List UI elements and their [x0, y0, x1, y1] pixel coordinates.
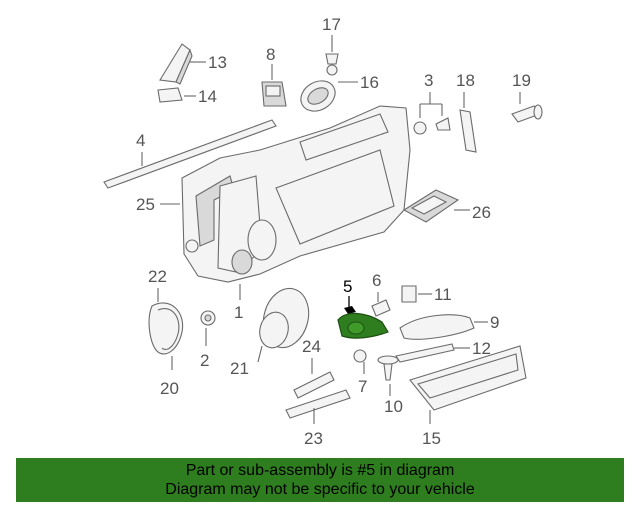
part-21-speaker-grille [257, 287, 310, 363]
part-4-window-seal [103, 119, 277, 189]
callout-26: 26 [472, 203, 491, 222]
part-3-pins [413, 92, 451, 135]
callout-15: 15 [422, 429, 441, 448]
part-18-bracket [459, 92, 477, 153]
callout-6: 6 [372, 271, 381, 290]
banner-line-1: Part or sub-assembly is #5 in diagram [185, 462, 455, 479]
part-15-lower-trim-panel [409, 345, 527, 424]
part-6-trim-piece [371, 292, 391, 317]
callout-4: 4 [136, 131, 145, 150]
part-16-speaker-ring [300, 80, 358, 112]
callout-24: 24 [302, 337, 321, 356]
part-1-door-trim-panel [181, 105, 411, 300]
callout-13: 13 [208, 53, 227, 72]
callout-18: 18 [456, 71, 475, 90]
part-8-switch [261, 64, 287, 107]
callout-22: 22 [148, 267, 167, 286]
callout-2: 2 [200, 351, 209, 370]
callout-5: 5 [343, 277, 352, 296]
info-banner: Part or sub-assembly is #5 in diagram Di… [16, 458, 624, 502]
callout-8: 8 [266, 45, 275, 64]
callout-14: 14 [198, 87, 217, 106]
part-19-screw [511, 92, 543, 123]
part-11-cap [401, 285, 432, 303]
parts-diagram: 13 14 17 16 8 3 18 19 [103, 15, 543, 448]
part-2-plug [200, 310, 216, 346]
part-24-bracket [293, 358, 335, 399]
callout-25: 25 [136, 195, 155, 214]
part-23-strip [285, 389, 351, 424]
part-7-clip [353, 349, 367, 374]
callout-19: 19 [512, 71, 531, 90]
part-14-cover-block [157, 87, 196, 103]
callout-7: 7 [358, 377, 367, 396]
callout-16: 16 [360, 73, 379, 92]
part-17-clip [325, 35, 339, 76]
callout-1: 1 [234, 303, 243, 322]
part-26-switch-panel [402, 189, 470, 223]
callout-10: 10 [384, 397, 403, 416]
callout-23: 23 [304, 429, 323, 448]
part-5-inner-door-handle-highlighted [337, 296, 389, 339]
callout-3: 3 [424, 71, 433, 90]
callout-21: 21 [230, 359, 249, 378]
callout-12: 12 [472, 339, 491, 358]
callout-9: 9 [490, 313, 499, 332]
callout-17: 17 [322, 15, 341, 34]
part-10-screw [377, 355, 399, 396]
callout-20: 20 [160, 379, 179, 398]
part-20-22-reflector [148, 288, 184, 370]
callout-11: 11 [434, 285, 452, 304]
banner-line-2: Diagram may not be specific to your vehi… [165, 481, 475, 498]
part-13-mirror-cover [159, 43, 206, 85]
part-9-pull-handle [399, 314, 488, 340]
part-12-trim-strip [395, 343, 470, 363]
